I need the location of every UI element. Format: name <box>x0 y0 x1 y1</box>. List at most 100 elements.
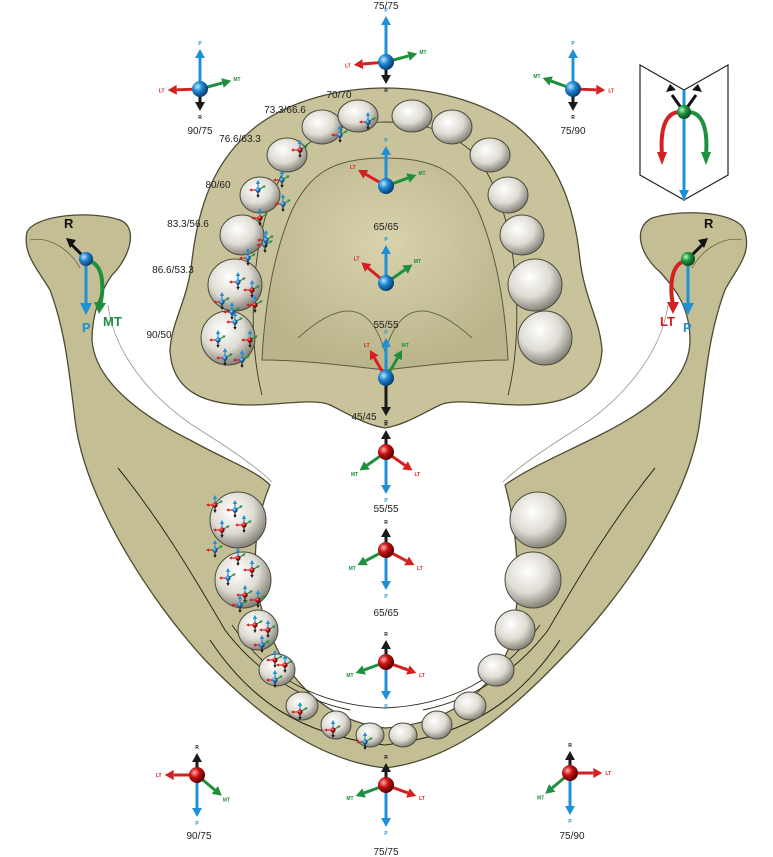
axis-label-lt: LT <box>414 472 420 478</box>
axis-label-mt-left: MT <box>103 314 122 329</box>
blue-sphere-icon <box>378 370 394 386</box>
small-vector-cluster <box>359 112 376 130</box>
axis-label-r: R <box>195 745 199 751</box>
label-mid-55-upper: 55/55 <box>373 320 398 331</box>
small-vector-cluster <box>219 568 236 586</box>
axis-label-r: R <box>384 520 388 526</box>
axis-label-r: R <box>384 420 388 426</box>
axis-label-p-left: P <box>82 320 91 335</box>
small-vector-cluster <box>291 702 308 720</box>
small-vector-cluster <box>213 292 230 310</box>
small-vector-cluster <box>273 170 290 188</box>
lower-tooth <box>477 653 515 687</box>
axis-label-r-left: R <box>64 216 74 231</box>
small-vector-cluster <box>226 500 243 518</box>
axis-label-lt: LT <box>417 566 423 572</box>
axis-label-lt: LT <box>350 165 356 171</box>
upper-tooth <box>391 99 433 133</box>
axis-label-p: P <box>384 704 388 710</box>
small-vector-cluster <box>259 620 276 638</box>
red-sphere-icon <box>562 765 578 781</box>
small-vector-cluster <box>231 595 248 613</box>
label-upper-70: 70/70 <box>326 90 351 101</box>
small-vector-cluster <box>266 650 283 668</box>
small-vector-cluster <box>243 560 260 578</box>
axis-label-lt: LT <box>608 88 614 94</box>
small-vector-cluster <box>216 348 233 366</box>
upper-tooth <box>487 176 529 214</box>
small-vector-cluster <box>241 330 258 348</box>
axis-label-r: R <box>198 115 202 121</box>
axis-label-p: P <box>195 821 199 827</box>
axis-label-p-right: P <box>683 320 692 335</box>
axis-label-mt: MT <box>418 171 425 177</box>
axis-label-mt: MT <box>414 259 421 265</box>
label-upper-90: 90/50 <box>146 330 171 341</box>
small-vector-cluster <box>251 208 268 226</box>
axis-label-lt: LT <box>419 796 425 802</box>
axis-label-mt: MT <box>419 50 426 56</box>
upper-tooth <box>517 310 573 366</box>
mandible-ridge-right <box>502 304 669 483</box>
lower-tooth <box>494 609 536 651</box>
axis-label-mt: MT <box>223 798 230 804</box>
lower-tooth <box>421 710 453 740</box>
axis-label-p: P <box>198 41 202 47</box>
upper-tooth <box>507 258 563 312</box>
axis-label-p: P <box>384 237 388 243</box>
red-sphere-icon <box>378 542 394 558</box>
label-upper-833: 83.3/56.6 <box>167 219 209 230</box>
coronoid-right <box>691 238 743 269</box>
axis-label-mt: MT <box>533 74 540 80</box>
hinge-book-icon <box>639 63 729 202</box>
label-mid-55-lower: 55/55 <box>373 504 398 515</box>
lower-tooth <box>388 722 418 748</box>
axis-label-lt: LT <box>345 63 351 69</box>
upper-tooth <box>469 137 511 173</box>
axis-label-lt: LT <box>156 773 162 779</box>
label-top: 75/75 <box>373 1 398 12</box>
small-vector-cluster <box>249 180 266 198</box>
small-vector-cluster <box>246 295 263 313</box>
label-mid-45: 45/45 <box>351 412 376 423</box>
axis-label-lt: LT <box>159 88 165 94</box>
small-vector-cluster <box>236 585 253 603</box>
small-vector-cluster <box>229 548 246 566</box>
label-bottom: 75/75 <box>373 847 398 857</box>
axis-label-r: R <box>384 422 388 428</box>
condyle-right: R P LT <box>660 216 714 335</box>
axis-label-mt: MT <box>346 796 353 802</box>
lower-gum-line <box>209 639 561 746</box>
red-sphere-icon <box>189 767 205 783</box>
small-vector-cluster <box>213 520 230 538</box>
axis-label-lt-right: LT <box>660 314 675 329</box>
condyle-left: R P MT <box>64 216 122 335</box>
label-mid-65-lower: 65/65 <box>373 608 398 619</box>
small-vector-cluster <box>235 515 252 533</box>
axis-label-lt: LT <box>419 673 425 679</box>
red-sphere-icon <box>378 444 394 460</box>
upper-tooth <box>499 214 545 256</box>
axis-label-mt: MT <box>233 77 240 83</box>
small-vector-cluster <box>206 495 223 513</box>
small-vector-cluster <box>257 230 274 248</box>
axis-label-r: R <box>384 88 388 94</box>
lower-tooth <box>504 551 562 609</box>
lower-tooth <box>214 551 272 609</box>
small-vector-cluster <box>239 248 256 266</box>
small-vector-cluster <box>253 635 270 653</box>
lower-tooth <box>209 491 267 549</box>
red-sphere-icon <box>378 777 394 793</box>
blue-sphere-icon <box>192 81 208 97</box>
